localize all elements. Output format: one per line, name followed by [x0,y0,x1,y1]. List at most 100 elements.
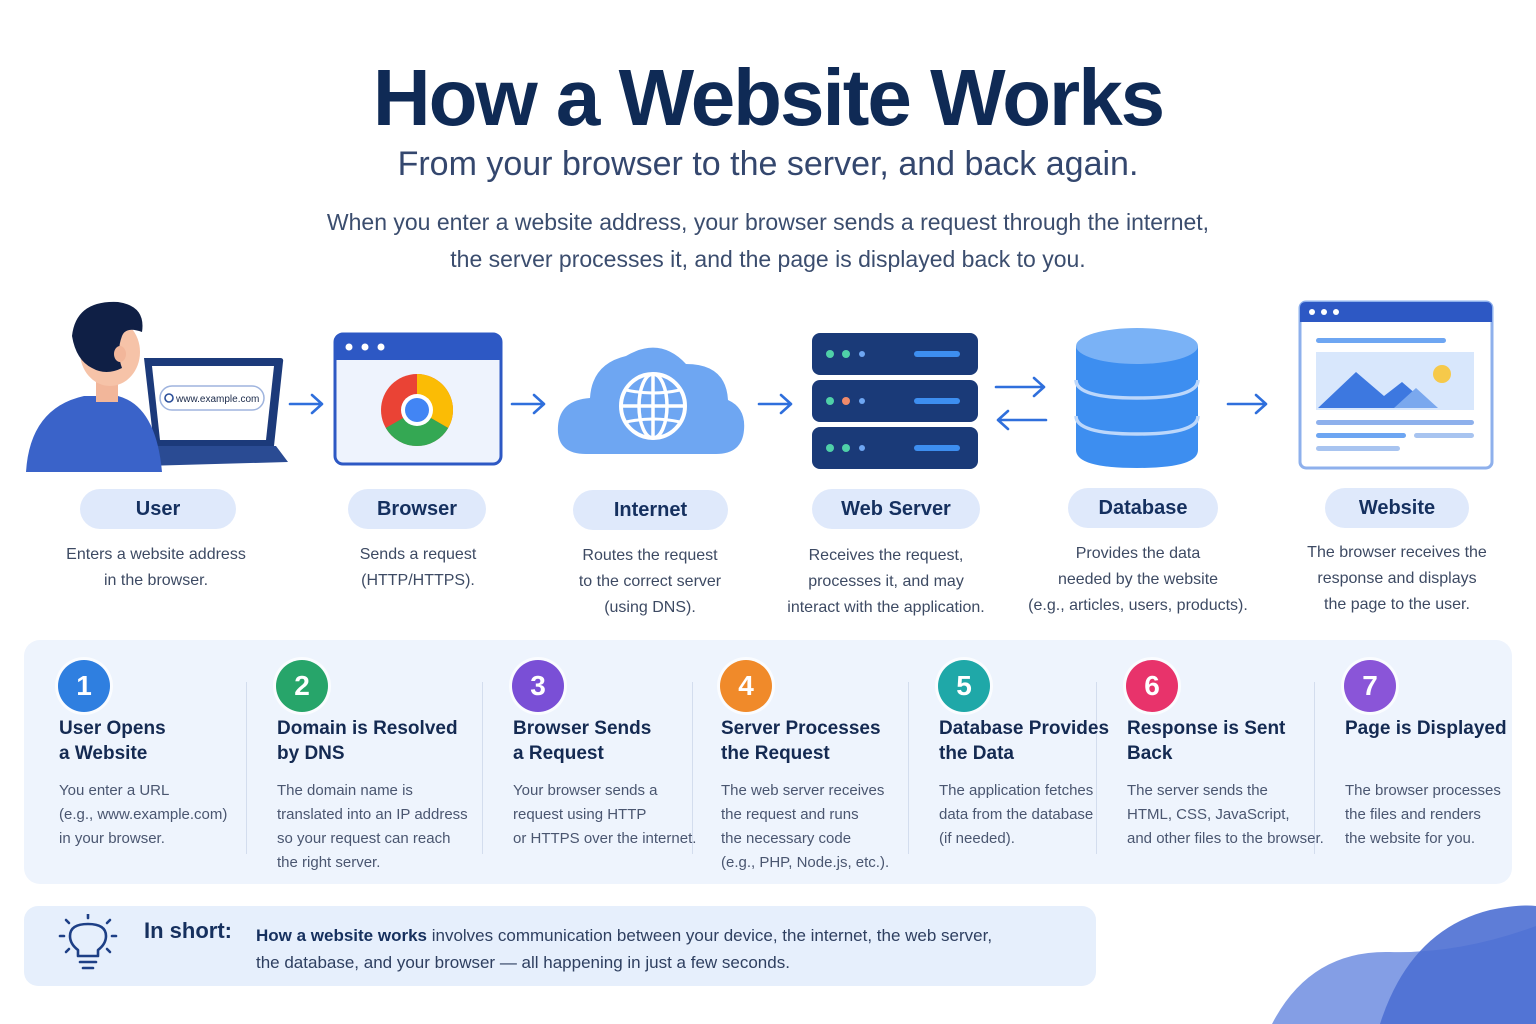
summary-label: In short: [144,918,232,943]
step-divider [1096,682,1097,854]
flow-description: Provides the data needed by the website (e… [1018,541,1258,619]
step-title-line: a Request [513,743,604,764]
flow-description-line: interact with the application. [787,599,985,616]
step-description: The application fetches data from the dat… [939,779,1139,851]
webpage-icon [1298,300,1494,470]
step-description: The domain name is translated into an IP … [277,779,477,875]
step-title: Browser Sends a Request [513,716,703,766]
page-subtitle: From your browser to the server, and bac… [397,145,1139,183]
step-description-line: the request and runs [721,806,859,823]
step-description-line: You enter a URL [59,782,170,799]
summary-text: How a website works involves communicati… [256,922,1076,976]
step-description-line: The domain name is [277,782,413,799]
flow-description-line: to the correct server [578,573,722,590]
flow-description: Sends a request (HTTP/HTTPS). [298,542,538,594]
flow-label-internet: Internet [573,490,728,530]
flow-description: Receives the request, processes it, and m… [766,543,1006,621]
step-title-line: a Website [59,743,148,764]
step-description-line: The web server receives [721,782,885,799]
user-laptop-icon: www.example.com [26,301,288,472]
step-number-badge: 7 [1344,660,1396,712]
step-description-line: (e.g., www.example.com) [59,806,228,823]
flow-description-line: response and displays [1317,570,1477,587]
step-title-line: Response is Sent [1127,718,1286,739]
flow-description-line: needed by the website [1057,571,1219,588]
flow-description-line: Routes the request [582,547,718,564]
step-description-line: or HTTPS over the internet. [513,830,697,847]
flow-label-browser: Browser [348,489,486,529]
flow-description-line: Sends a request [359,546,477,563]
flow-label-web-server: Web Server [812,489,980,529]
step-description-line: (e.g., PHP, Node.js, etc.). [721,854,890,871]
step-number-badge: 4 [720,660,772,712]
step-divider [482,682,483,854]
step-description-line: HTML, CSS, JavaScript, [1127,806,1290,823]
step-description-line: (if needed). [939,830,1015,847]
step-divider [246,682,247,854]
flow-description-line: (e.g., articles, users, products). [1028,597,1248,614]
flow-label-user: User [80,489,236,529]
summary-line-1: involves communication between your devi… [427,926,993,945]
step-divider [908,682,909,854]
step-description-line: in your browser. [59,830,165,847]
step-description: You enter a URL (e.g., www.example.com) in… [59,779,259,851]
step-title: Page is Displayed [1345,716,1535,741]
flow-description-line: Receives the request, [808,547,964,564]
step-description-line: The browser processes [1345,782,1501,799]
step-description-line: and other files to the browser. [1127,830,1324,847]
flow-description-line: processes it, and may [808,573,964,590]
flow-label-database: Database [1068,488,1218,528]
step-number-badge: 1 [58,660,110,712]
intro-line: When you enter a website address, your b… [326,209,1210,235]
laptop-url-text: www.example.com [175,394,259,405]
step-description: The web server receives the request and r… [721,779,921,875]
step-title: Database Provides the Data [939,716,1129,766]
step-title-line: Page is Displayed [1345,718,1507,739]
step-description-line: translated into an IP address [277,806,468,823]
step-description-line: Your browser sends a [513,782,658,799]
step-title-line: Domain is Resolved [277,718,458,739]
flow-description-line: the page to the user. [1324,596,1470,613]
database-icon [1074,328,1200,468]
step-description: The browser processes the files and rende… [1345,779,1536,851]
step-title-line: by DNS [277,743,345,764]
step-description-line: the necessary code [721,830,852,847]
step-title-line: Database Provides [939,718,1110,739]
cloud-globe-icon [557,347,745,454]
step-description-line: data from the database [939,806,1094,823]
arrow-right-icon [288,393,324,415]
flow-description-line: Provides the data [1075,545,1201,562]
browser-window-icon [333,332,503,466]
arrow-right-icon [1226,393,1268,415]
step-description-line: so your request can reach [277,830,451,847]
intro-text: When you enter a website address, your b… [268,204,1268,278]
step-description-line: the right server. [277,854,381,871]
lightbulb-icon [58,914,118,970]
step-number-badge: 2 [276,660,328,712]
flow-description-line: in the browser. [103,572,209,589]
step-title-line: Browser Sends [513,718,652,739]
step-description-line: The server sends the [1127,782,1268,799]
step-divider [692,682,693,854]
step-description-line: the files and renders [1345,806,1481,823]
arrow-right-icon [757,393,793,415]
summary-bold: How a website works [256,926,427,945]
flow-description-line: Enters a website address [66,546,246,563]
step-title: Domain is Resolved by DNS [277,716,467,766]
step-description-line: request using HTTP [513,806,647,823]
step-title-line: Back [1127,743,1173,764]
flow-description: Enters a website address in the browser. [36,542,276,594]
flow-description-line: (HTTP/HTTPS). [361,572,475,589]
decorative-wave [1272,905,1536,1024]
step-title-line: the Data [939,743,1014,764]
page-title: How a Website Works [372,53,1165,142]
server-rack-icon [812,333,978,469]
step-title-line: Server Processes [721,718,881,739]
step-description-line: The application fetches [939,782,1094,799]
